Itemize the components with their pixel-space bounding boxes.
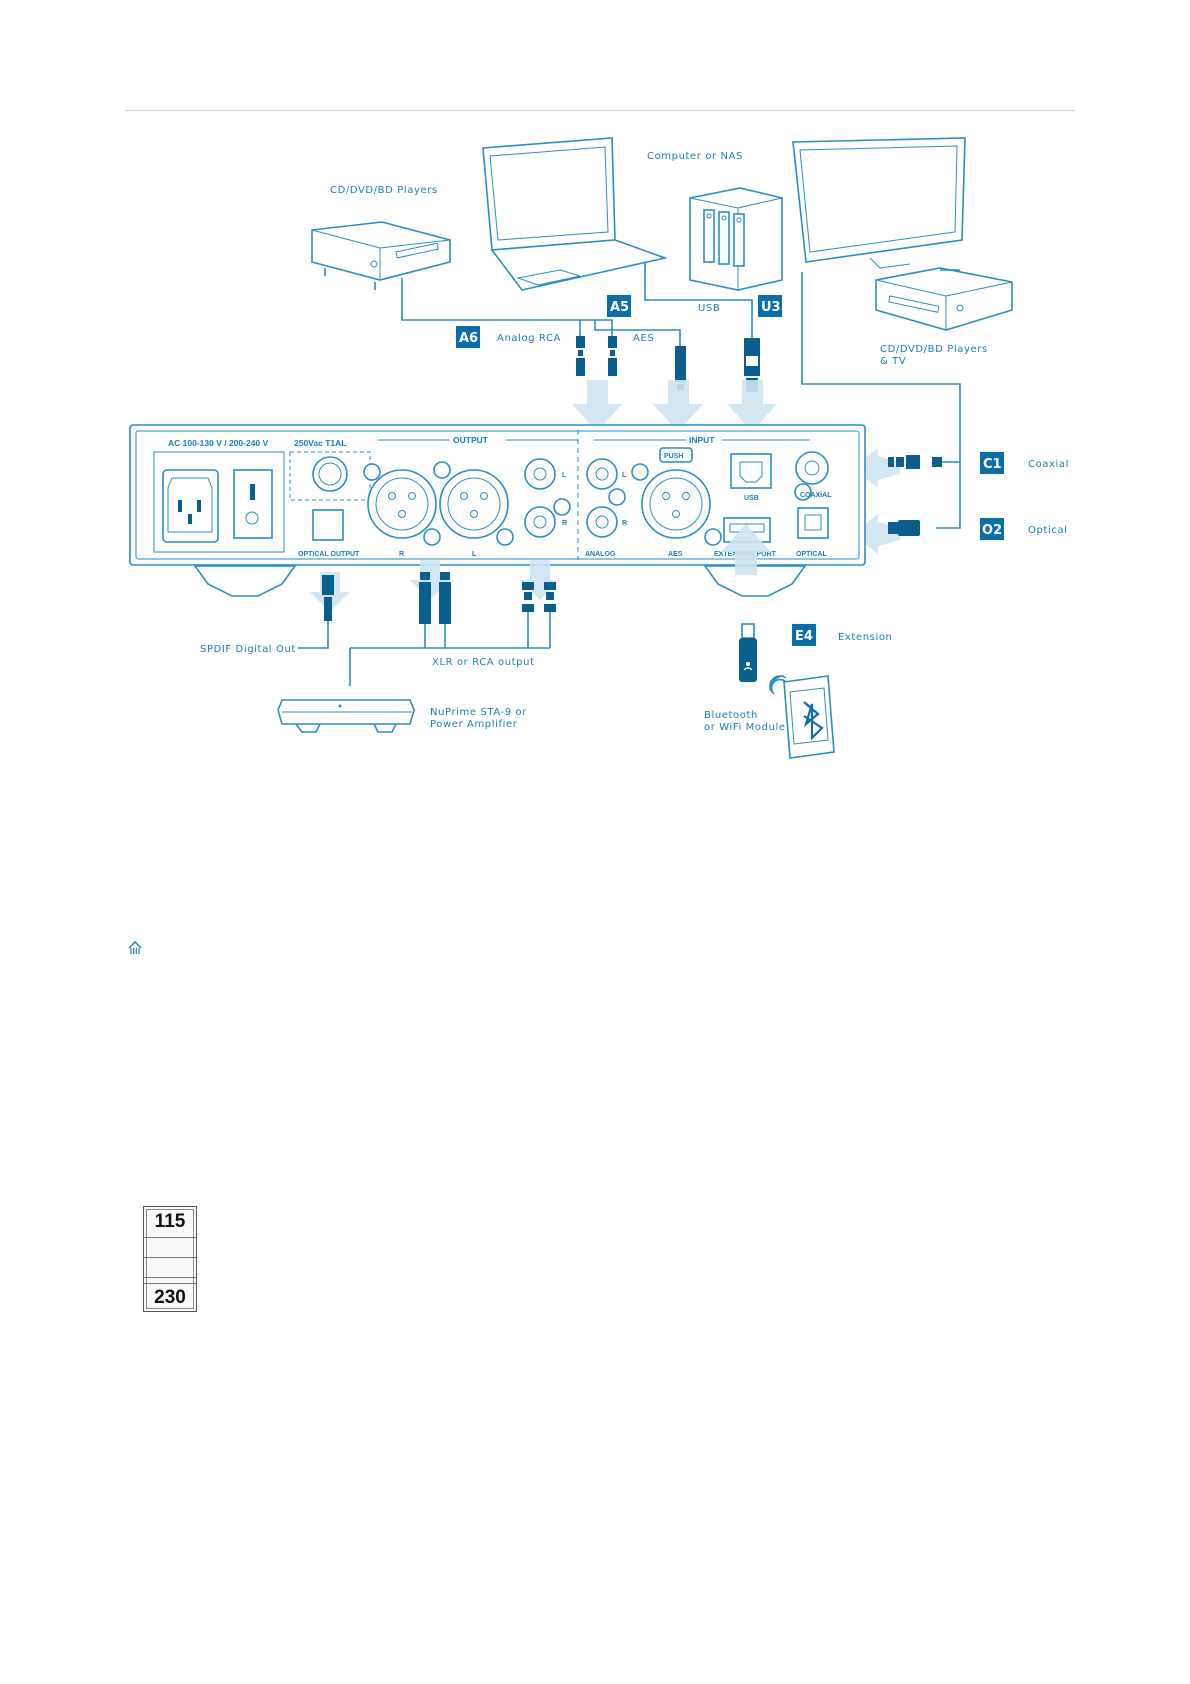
- amp-label-2: Power Amplifier: [430, 719, 518, 730]
- badge-o2: O2: [980, 518, 1004, 540]
- optical-output-label: OPTICAL OUTPUT: [298, 551, 360, 558]
- svg-text:C1: C1: [983, 457, 1002, 472]
- input-header: INPUT: [689, 435, 715, 445]
- bt-label-2: or WiFi Module: [704, 722, 786, 733]
- badge-a6: A6: [456, 326, 480, 348]
- coaxial-panel-label: COAXIAL: [800, 492, 832, 499]
- tv-cable: [801, 272, 961, 529]
- svg-text:A6: A6: [459, 331, 478, 346]
- badge-e4: E4: [792, 624, 816, 646]
- analog-label: ANALOG: [585, 551, 616, 558]
- cd-players-tv-label-1: CD/DVD/BD Players: [880, 344, 988, 355]
- extension-label: Extension: [838, 632, 893, 643]
- rca-output-l: [524, 458, 556, 490]
- optical-input: [797, 507, 829, 539]
- badge-u3: U3: [758, 295, 782, 317]
- voltage-115: 115: [154, 1211, 186, 1232]
- coaxial-input: [795, 451, 829, 485]
- nas: [689, 187, 783, 291]
- rca-output-r: [524, 506, 556, 538]
- cd-players-tv-label-2: & TV: [880, 356, 906, 367]
- smartphone: [783, 675, 835, 759]
- svg-text:E4: E4: [795, 629, 813, 644]
- rca-input-l: [586, 458, 618, 490]
- bluetooth-icon: [803, 701, 824, 741]
- rca-out-r-label: R: [562, 520, 567, 527]
- optical-plug: [888, 520, 920, 536]
- svg-text:O2: O2: [982, 523, 1002, 538]
- svg-text:U3: U3: [761, 300, 781, 315]
- top-rule: [125, 110, 1075, 111]
- svg-text:A5: A5: [610, 300, 629, 315]
- rca-out-l-label: L: [562, 472, 567, 479]
- voltage-selector: 115 230: [143, 1206, 197, 1312]
- aes-input: [641, 469, 711, 539]
- power-switch[interactable]: [233, 469, 273, 539]
- xlr-r-label: R: [399, 551, 404, 558]
- cd-player-top: [311, 221, 451, 290]
- computer-nas-label: Computer or NAS: [647, 151, 743, 162]
- output-header: OUTPUT: [453, 435, 489, 445]
- xlr-output-r: [367, 469, 437, 539]
- aes-cable: [594, 320, 681, 346]
- usb-cable: [644, 262, 753, 338]
- optical-output-port: [312, 509, 344, 541]
- analog-rca-label: Analog RCA: [497, 333, 561, 344]
- voltage-230: 230: [154, 1287, 186, 1308]
- usb-label: USB: [698, 303, 720, 314]
- aes-label: AES: [633, 333, 654, 344]
- rca-input-r: [586, 506, 618, 538]
- spdif-label: SPDIF Digital Out: [200, 644, 296, 655]
- usb-b-port: [730, 453, 772, 489]
- fuse-label: 250Vac T1AL: [294, 438, 346, 448]
- cd-player-right: [875, 267, 1013, 331]
- usb-panel-label: USB: [744, 495, 759, 502]
- analog-rca-cable: [401, 278, 613, 336]
- coaxial-label: Coaxial: [1028, 459, 1069, 470]
- connection-diagram: CD/DVD/BD Players Computer or NAS: [129, 137, 1069, 759]
- badge-c1: C1: [980, 452, 1004, 474]
- push-tab[interactable]: [659, 447, 693, 463]
- optical-label: Optical: [1028, 525, 1068, 536]
- xlr-output-l: [439, 469, 509, 539]
- iec-inlet: [162, 469, 219, 543]
- xlr-rca-label: XLR or RCA output: [432, 657, 535, 668]
- home-icon: [128, 941, 142, 954]
- coaxial-plug: [888, 455, 942, 469]
- input-arrows: [572, 380, 900, 554]
- power-amplifier: [277, 699, 415, 733]
- ac-label: AC 100-130 V / 200-240 V: [168, 438, 269, 448]
- push-label: PUSH: [664, 453, 683, 460]
- bt-label-1: Bluetooth: [704, 710, 758, 721]
- extension-dongle: [739, 623, 757, 682]
- rca-output-plugs: [522, 582, 556, 612]
- tv: [792, 137, 966, 269]
- cd-players-label: CD/DVD/BD Players: [330, 185, 438, 196]
- aes-panel-label: AES: [668, 551, 683, 558]
- wifi-icon: [769, 675, 787, 695]
- rca-in-l-label: L: [622, 472, 627, 479]
- badge-a5: A5: [607, 295, 631, 317]
- analog-rca-plugs: [576, 336, 617, 376]
- amp-label-1: NuPrime STA-9 or: [430, 707, 527, 718]
- xlr-plugs: [419, 572, 451, 624]
- xlr-l-label: L: [472, 551, 477, 558]
- laptop: [482, 137, 668, 291]
- optical-panel-label: OPTICAL: [796, 551, 827, 558]
- rca-in-r-label: R: [622, 520, 627, 527]
- spdif-plug: [322, 575, 334, 621]
